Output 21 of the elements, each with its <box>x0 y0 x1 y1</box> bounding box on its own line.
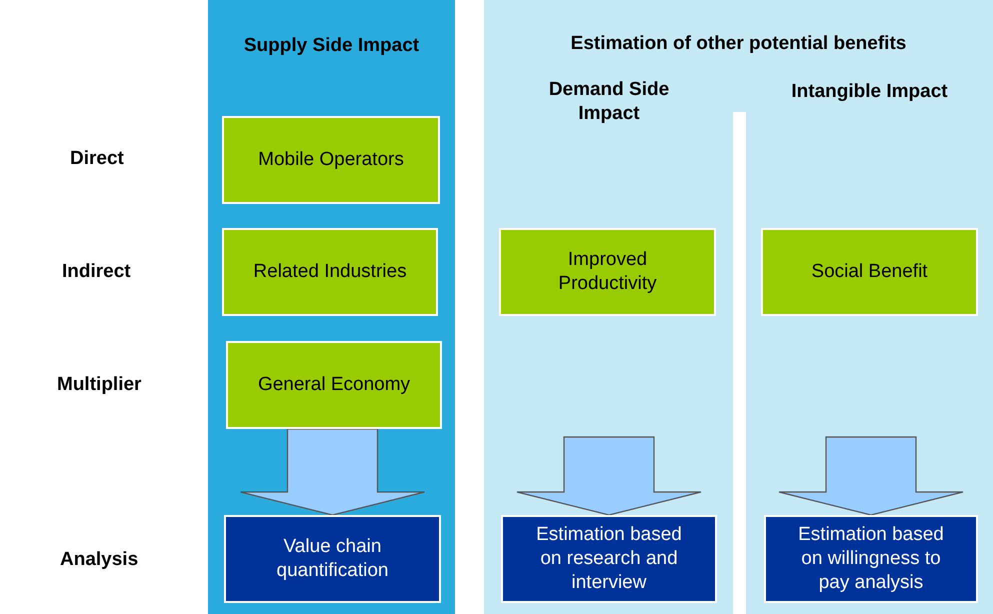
block-arrow <box>516 436 702 516</box>
column-heading: Supply Side Impact <box>242 34 420 58</box>
analysis-box: Estimation based on willingness to pay analysis <box>764 515 978 603</box>
category-box: Social Benefit <box>761 228 978 316</box>
column-band <box>484 0 993 614</box>
block-arrow <box>778 436 964 516</box>
row-label: Analysis <box>60 549 138 571</box>
column-heading: Estimation of other potential benefits <box>570 32 908 56</box>
block-arrow <box>240 428 426 516</box>
row-label: Multiplier <box>57 374 142 396</box>
column-band <box>208 0 455 614</box>
row-label: Indirect <box>62 261 131 283</box>
category-box: General Economy <box>226 341 442 429</box>
column-heading: Demand Side Impact <box>548 78 670 126</box>
category-box: Related Industries <box>222 228 438 316</box>
analysis-box: Value chain quantification <box>224 515 441 603</box>
analysis-box: Estimation based on research and interview <box>501 515 717 603</box>
category-box: Improved Productivity <box>499 228 716 316</box>
column-heading: Intangible Impact <box>790 80 949 104</box>
row-label: Direct <box>70 148 124 170</box>
category-box: Mobile Operators <box>222 116 440 204</box>
